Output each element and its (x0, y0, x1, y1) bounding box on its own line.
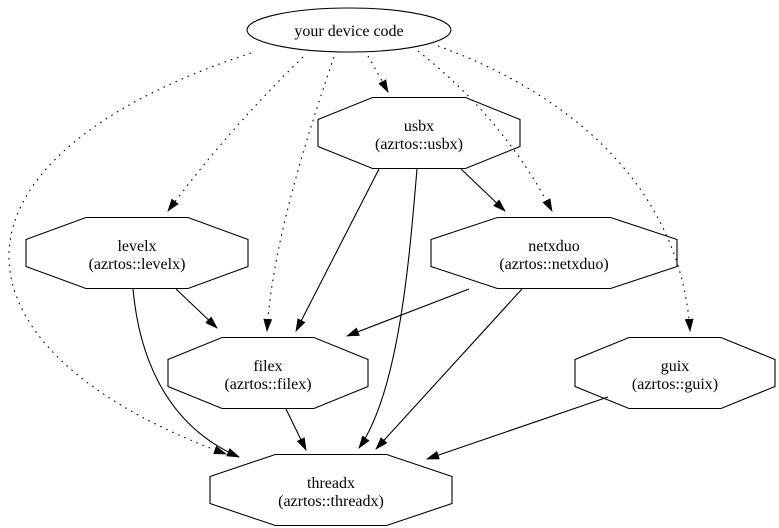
netxduo-label: netxduo (528, 238, 580, 255)
usbx-octagon-shape (317, 96, 521, 170)
usbx-label: usbx (404, 118, 434, 135)
guix-label: guix (661, 358, 689, 375)
threadx-label: threadx (307, 475, 355, 492)
edge-device-code-to-guix (437, 45, 694, 333)
levelx-label: levelx (117, 238, 156, 255)
edge-levelx-to-filex (175, 288, 218, 329)
node-device-code: your device code (246, 7, 452, 53)
netxduo-sublabel: (azrtos::netxduo) (499, 256, 608, 273)
device-code-label: your device code (294, 23, 403, 40)
guix-sublabel: (azrtos::guix) (632, 376, 718, 393)
edge-filex-to-threadx (285, 408, 307, 451)
edge-usbx-to-netxduo (460, 168, 506, 212)
node-filex: filex(azrtos::filex) (167, 336, 369, 410)
guix-octagon-shape (574, 336, 776, 410)
node-levelx: levelx(azrtos::levelx) (25, 216, 249, 290)
device-code-ellipse-shape (246, 7, 452, 53)
edge-levelx-to-threadx (132, 288, 241, 458)
filex-label: filex (253, 358, 282, 375)
filex-sublabel: (azrtos::filex) (224, 376, 311, 393)
filex-octagon-shape (167, 336, 369, 410)
levelx-sublabel: (azrtos::levelx) (89, 256, 186, 273)
edge-usbx-to-threadx (358, 168, 418, 449)
levelx-octagon-shape (25, 216, 249, 290)
edge-device-code-to-threadx (8, 52, 252, 455)
node-threadx: threadx(azrtos::threadx) (209, 453, 453, 527)
node-netxduo: netxduo(azrtos::netxduo) (430, 216, 678, 290)
threadx-octagon-shape (209, 453, 453, 527)
edge-guix-to-threadx (425, 396, 609, 460)
threadx-sublabel: (azrtos::threadx) (278, 493, 384, 510)
node-guix: guix(azrtos::guix) (574, 336, 776, 410)
edge-netxduo-to-threadx (375, 288, 523, 450)
edge-device-code-to-usbx (367, 55, 389, 93)
edge-usbx-to-filex (295, 168, 380, 332)
usbx-sublabel: (azrtos::usbx) (375, 136, 463, 153)
node-usbx: usbx(azrtos::usbx) (317, 96, 521, 170)
edge-device-code-to-netxduo (417, 50, 553, 212)
edge-device-code-to-levelx (167, 56, 304, 212)
edge-netxduo-to-filex (345, 288, 470, 337)
netxduo-octagon-shape (430, 216, 678, 290)
edge-device-code-to-filex (263, 56, 335, 333)
